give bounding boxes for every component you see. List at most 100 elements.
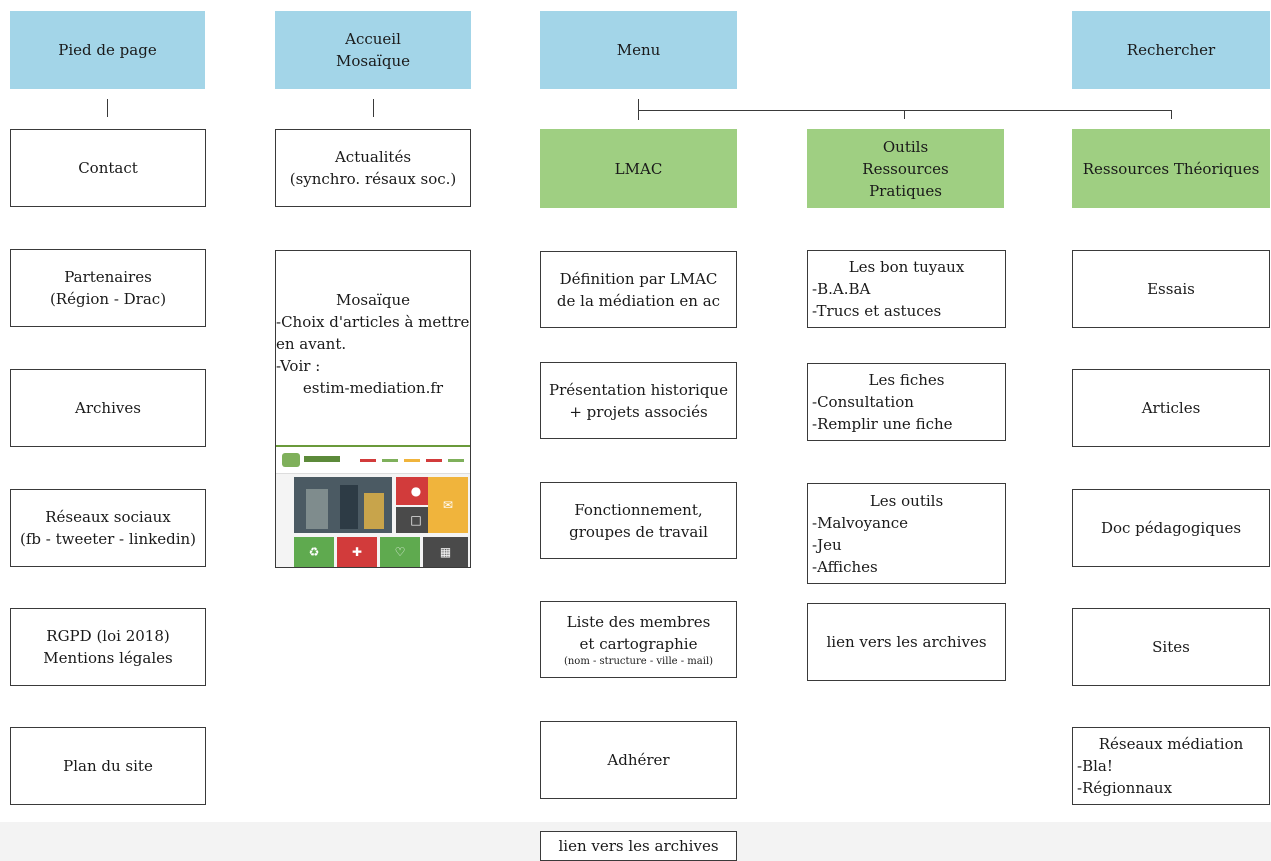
- lmac-item-history: Présentation historique + projets associ…: [540, 362, 737, 439]
- category-tools-line: Ressources: [862, 159, 949, 178]
- theory-item-bullet: -Régionnaux: [1077, 779, 1173, 797]
- footer-item-line: (fb - tweeter - linkedin): [19, 530, 197, 548]
- lmac-item-line: lien vers les archives: [558, 837, 719, 855]
- header-footer-line: Pied de page: [58, 41, 157, 59]
- footer-item-line: RGPD (loi 2018): [46, 627, 170, 645]
- thumbnail-logo: [282, 453, 300, 467]
- thumbnail-header: [276, 447, 470, 474]
- lmac-item-line: + projets associés: [569, 402, 708, 421]
- theory-item-pedagogical-docs: Doc pédagogiques: [1072, 489, 1270, 567]
- theory-item-articles: Articles: [1072, 369, 1270, 447]
- lmac-item-line: Présentation historique: [549, 380, 728, 399]
- header-home-line: Mosaïque: [336, 52, 410, 70]
- tools-item-archives-link: lien vers les archives: [807, 603, 1006, 681]
- theory-item-sites: Sites: [1072, 608, 1270, 686]
- header-search: Rechercher: [1072, 11, 1270, 89]
- thumbnail-figure: [306, 489, 328, 529]
- mosaic-line: -Choix d'articles à mettre: [276, 313, 470, 331]
- footer-item-line: Contact: [78, 159, 138, 177]
- connector-menu-branch: [638, 110, 1172, 111]
- header-home-line: Accueil: [345, 30, 401, 48]
- home-item-line: Actualités: [334, 148, 412, 166]
- thumbnail-tile-red: ✚: [337, 537, 377, 567]
- thumbnail-logo-text: [304, 456, 340, 462]
- lmac-item-line: Définition par LMAC: [559, 269, 718, 288]
- thumbnail-nav-bar: [426, 459, 442, 462]
- footer-item-line: Plan du site: [63, 757, 153, 775]
- lmac-item-workgroups: Fonctionnement, groupes de travail: [540, 482, 737, 559]
- header-home: Accueil Mosaïque: [275, 11, 471, 89]
- connector-tools: [904, 110, 905, 119]
- tools-item-bullet: -Malvoyance: [812, 513, 909, 532]
- home-item-news: Actualités (synchro. résaux soc.): [275, 129, 471, 207]
- footer-item-line: Partenaires: [64, 268, 152, 286]
- mosaic-link: estim-mediation.fr: [302, 379, 444, 397]
- mosaic-screenshot-thumbnail: ● □ ✉ ♻ ✚ ♡ ▦: [276, 445, 470, 567]
- category-lmac: LMAC: [540, 129, 737, 208]
- lmac-item-line: Liste des membres: [566, 613, 711, 631]
- mosaic-text: Mosaïque -Choix d'articles à mettre en a…: [276, 289, 470, 399]
- thumbnail-nav-bar: [448, 459, 464, 462]
- mosaic-line: -Voir :: [276, 357, 321, 375]
- tools-item-bullet: -Jeu: [812, 535, 842, 554]
- lmac-item-line: et cartographie: [579, 635, 698, 653]
- mosaic-line: en avant.: [276, 335, 347, 353]
- tools-item-title: lien vers les archives: [826, 633, 987, 651]
- footer-item-line: (Région - Drac): [49, 290, 167, 308]
- tools-item-title: Les fiches: [868, 371, 945, 389]
- thumbnail-nav-bar: [382, 459, 398, 462]
- category-theory: Ressources Théoriques: [1072, 129, 1270, 208]
- thumbnail-figure: [340, 485, 358, 529]
- tools-item-bullet: -Affiches: [812, 557, 878, 576]
- lmac-item-line: de la médiation en ac: [556, 291, 721, 310]
- footer-item-social: Réseaux sociaux (fb - tweeter - linkedin…: [10, 489, 206, 567]
- tools-item-bullet: -Remplir une fiche: [812, 415, 953, 433]
- tools-item-title: Les outils: [869, 491, 944, 510]
- footer-item-contact: Contact: [10, 129, 206, 207]
- lmac-members-note: (nom - structure - ville - mail): [563, 656, 714, 667]
- header-search-line: Rechercher: [1126, 41, 1216, 59]
- theory-item-title: Réseaux médiation: [1098, 735, 1244, 753]
- connector-footer: [107, 99, 108, 117]
- theory-item-title: Sites: [1152, 638, 1190, 656]
- lmac-item-line: groupes de travail: [569, 522, 708, 541]
- connector-home: [373, 99, 374, 117]
- category-tools-line: Pratiques: [869, 181, 942, 200]
- home-item-mosaic: Mosaïque -Choix d'articles à mettre en a…: [275, 250, 471, 568]
- tools-item-title: Les bon tuyaux: [848, 258, 965, 276]
- theory-item-title: Essais: [1147, 280, 1195, 298]
- theory-item-title: Doc pédagogiques: [1100, 519, 1242, 537]
- thumbnail-tile-green: ♡: [380, 537, 420, 567]
- category-lmac-line: LMAC: [614, 159, 663, 178]
- lmac-item-members: Liste des membres et cartographie (nom -…: [540, 601, 737, 678]
- lmac-item-archives-link: lien vers les archives: [540, 831, 737, 861]
- category-tools: Outils Ressources Pratiques: [807, 129, 1004, 208]
- lmac-item-definition: Définition par LMAC de la médiation en a…: [540, 251, 737, 328]
- footer-item-line: Réseaux sociaux: [45, 508, 171, 526]
- thumbnail-tile-yellow: ✉: [428, 477, 468, 533]
- thumbnail-figure: [364, 493, 384, 529]
- thumbnail-nav-bar: [360, 459, 376, 462]
- lmac-item-line: Adhérer: [607, 751, 670, 769]
- tools-item-bullet: -Consultation: [812, 393, 914, 411]
- connector-menu-stem: [638, 99, 639, 120]
- tools-item-tools: Les outils -Malvoyance -Jeu -Affiches: [807, 483, 1006, 584]
- footer-item-partners: Partenaires (Région - Drac): [10, 249, 206, 327]
- theory-item-title: Articles: [1141, 399, 1201, 417]
- mosaic-title: Mosaïque: [336, 291, 410, 309]
- home-item-line: (synchro. résaux soc.): [289, 170, 457, 188]
- footer-item-sitemap: Plan du site: [10, 727, 206, 805]
- category-theory-line: Ressources Théoriques: [1082, 159, 1260, 178]
- theory-item-essays: Essais: [1072, 250, 1270, 328]
- footer-item-archives: Archives: [10, 369, 206, 447]
- footer-item-legal: RGPD (loi 2018) Mentions légales: [10, 608, 206, 686]
- header-menu: Menu: [540, 11, 737, 89]
- header-menu-line: Menu: [616, 41, 661, 59]
- lmac-item-line: Fonctionnement,: [574, 500, 703, 519]
- thumbnail-tile-green: ♻: [294, 537, 334, 567]
- tools-item-sheets: Les fiches -Consultation -Remplir une fi…: [807, 363, 1006, 441]
- tools-item-bullet: -Trucs et astuces: [812, 302, 942, 320]
- connector-theory: [1171, 110, 1172, 119]
- thumbnail-nav-bar: [404, 459, 420, 462]
- lmac-item-join: Adhérer: [540, 721, 737, 799]
